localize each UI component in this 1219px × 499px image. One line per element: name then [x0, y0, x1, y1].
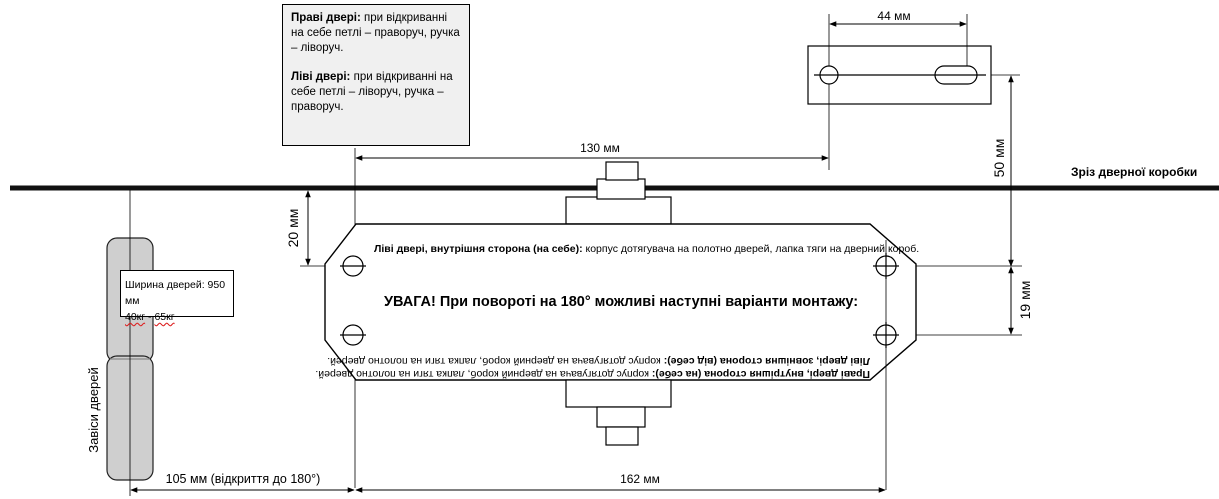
door-orientation-note: Праві двері: при відкриванні на себе пет…	[282, 4, 470, 146]
dim-19mm: 19 мм	[886, 265, 1033, 336]
right-door-text: при відкриванні на себе петлі – праворуч…	[291, 12, 460, 54]
closer-top-spindle	[565, 161, 672, 225]
dim-162mm-label: 162 мм	[620, 472, 660, 486]
door-width-text: Ширина дверей: 950 мм	[125, 279, 226, 307]
door-spec-box: Ширина дверей: 950 мм 40кг - 65кг	[120, 270, 234, 323]
hinges-label: Завіси дверей	[86, 367, 101, 453]
dim-130mm: 130 мм	[354, 84, 830, 488]
left-inner-instruction: Ліві двері, внутрішня сторона (на себе):…	[374, 243, 919, 255]
dim-50mm-label: 50 мм	[991, 139, 1007, 178]
left-door-title: Ліві двері:	[291, 71, 351, 83]
closer-body	[324, 223, 917, 381]
dim-50mm: 50 мм	[991, 74, 1020, 267]
warning-text: УВАГА! При повороті на 180° можливі наст…	[384, 294, 858, 310]
dim-44mm: 44 мм	[828, 9, 968, 66]
arm-bracket	[807, 45, 992, 105]
dim-44mm-label: 44 мм	[877, 9, 910, 23]
left-door-text: при відкриванні на себе петлі – ліворуч,…	[291, 71, 453, 113]
dim-105mm-label: 105 мм (відкриття до 180°)	[166, 472, 321, 486]
dim-20mm-label: 20 мм	[285, 209, 301, 248]
left-outer-instruction-upside-down: Ліві двері, зовнішня сторона (від себе):…	[327, 355, 870, 367]
door-weight-text: 40кг - 65кг	[125, 311, 175, 323]
dim-105mm: 105 мм (відкриття до 180°)	[130, 472, 355, 493]
dim-130mm-label: 130 мм	[580, 141, 620, 155]
dim-162mm: 162 мм	[355, 472, 886, 493]
right-door-title: Праві двері:	[291, 12, 361, 24]
right-inner-instruction-upside-down: Праві двері, внутрішня сторона (на себе)…	[315, 368, 870, 380]
closer-bottom-spindle	[565, 379, 672, 446]
dim-19mm-label: 19 мм	[1017, 281, 1033, 320]
frame-cut-label: Зріз дверної коробки	[1071, 165, 1197, 179]
